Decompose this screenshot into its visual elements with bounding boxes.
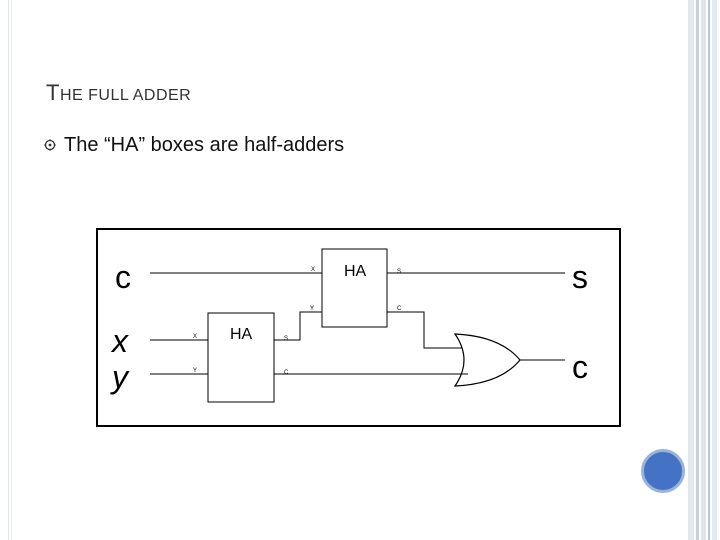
slide-title: THE FULL ADDER bbox=[46, 80, 191, 106]
slide-title-first-letter: T bbox=[46, 80, 60, 105]
ha-top-port-s: S bbox=[397, 269, 401, 275]
ha-bottom-port-s: S bbox=[284, 336, 288, 342]
ha-bottom-port-x: X bbox=[193, 334, 197, 340]
decorative-circle bbox=[641, 449, 685, 493]
ha-top-port-c: C bbox=[397, 306, 402, 312]
input-x-label: x bbox=[110, 323, 129, 359]
output-s-label: s bbox=[572, 259, 588, 295]
decorative-stripe-5 bbox=[712, 0, 717, 540]
wire-ha-top-c-to-or bbox=[387, 311, 462, 349]
slide-title-rest: HE FULL ADDER bbox=[59, 87, 192, 104]
half-adder-bottom-box bbox=[207, 312, 275, 403]
decorative-stripe-1 bbox=[688, 0, 694, 540]
ha-bottom-port-y: Y bbox=[193, 368, 197, 374]
half-adder-bottom-label: HA bbox=[230, 326, 253, 343]
decorative-stripe-3 bbox=[701, 0, 706, 540]
ha-top-port-x: X bbox=[311, 267, 315, 273]
wire-ha-bottom-s-to-ha-top-y bbox=[274, 311, 322, 341]
ha-bottom-port-c: C bbox=[284, 370, 289, 376]
or-gate bbox=[453, 333, 521, 387]
ha-top-port-y: Y bbox=[310, 306, 314, 312]
decorative-stripe-2 bbox=[696, 0, 699, 540]
decorative-stripe-4 bbox=[708, 0, 710, 540]
left-border-line bbox=[8, 0, 9, 540]
output-c-label: c bbox=[572, 349, 588, 385]
bullet-text: The “HA” boxes are half-adders bbox=[64, 134, 345, 156]
input-y-label: y bbox=[110, 359, 130, 395]
bullet-gear-icon bbox=[44, 139, 56, 151]
half-adder-top-label: HA bbox=[344, 263, 367, 280]
half-adder-top-box bbox=[321, 248, 388, 328]
input-c-label: c bbox=[115, 259, 131, 295]
left-border-line-2 bbox=[11, 0, 12, 540]
